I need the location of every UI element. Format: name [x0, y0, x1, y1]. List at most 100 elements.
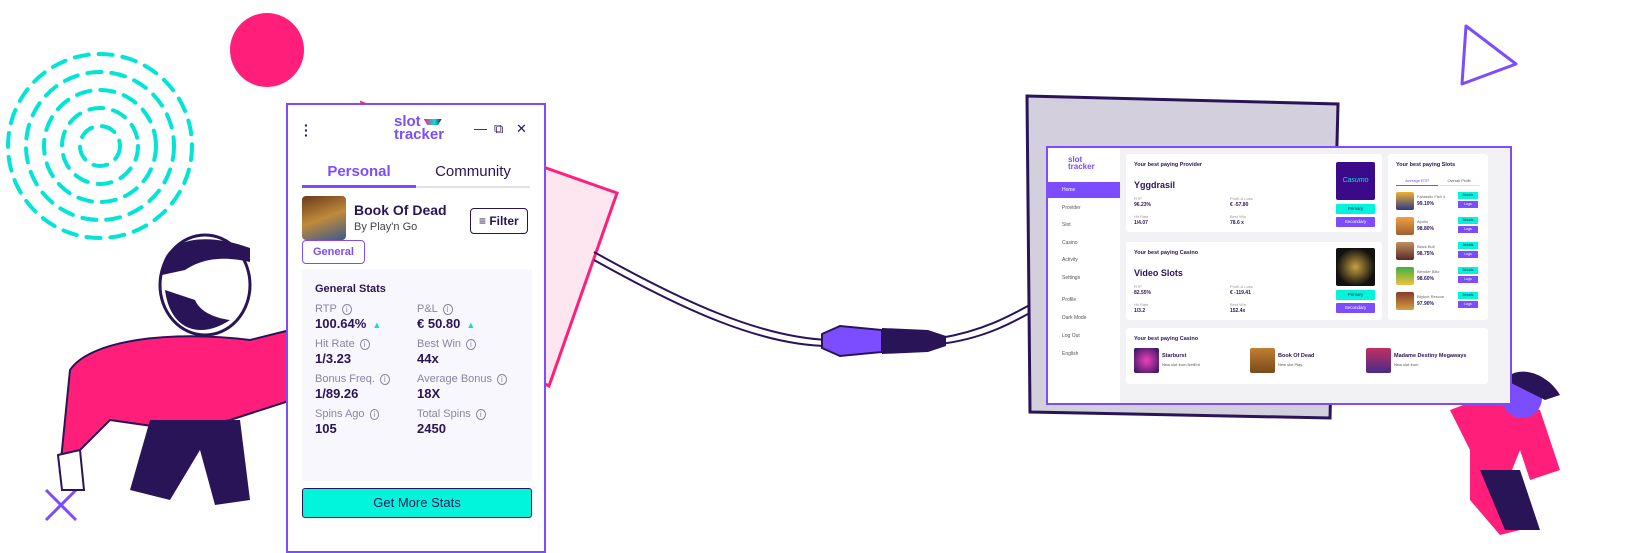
metric-value: 1/3.2 — [1134, 308, 1146, 314]
nav-item-slot[interactable]: Slot — [1062, 222, 1071, 228]
logs-button[interactable]: Logs — [1458, 301, 1478, 308]
game-header: Book Of Dead By Play'n Go ≡ Filter — [288, 188, 544, 250]
nav-item-provider[interactable]: Provider — [1062, 204, 1081, 211]
best-slots-card: Your best paying Slots Average RTP Overa… — [1388, 154, 1488, 320]
logs-button[interactable]: Logs — [1458, 251, 1478, 258]
stat-value-text: 105 — [315, 421, 337, 436]
nav-item-dark-mode[interactable]: Dark Mode — [1062, 315, 1087, 321]
minimize-icon[interactable]: — — [474, 121, 487, 136]
primary-button[interactable]: Primary — [1336, 204, 1375, 214]
logs-button[interactable]: Logs — [1458, 226, 1478, 233]
stat-value-text: 100.64% — [315, 316, 367, 331]
stat-value: 2450 — [417, 421, 519, 436]
nav-item-log-out[interactable]: Log Out — [1062, 333, 1080, 339]
details-button[interactable]: Details — [1458, 217, 1478, 224]
triangle-decoration — [1460, 24, 1518, 86]
details-button[interactable]: Details — [1458, 292, 1478, 299]
filter-button[interactable]: ≡ Filter — [470, 208, 528, 234]
nav-item-settings[interactable]: Settings — [1062, 274, 1081, 281]
metric-label: Hit Rate — [1134, 302, 1149, 307]
secondary-button[interactable]: Secondary — [1336, 217, 1375, 227]
info-icon[interactable]: i — [475, 409, 486, 420]
metric-label: Best Win — [1230, 214, 1247, 219]
slot-description: New slot from — [1394, 362, 1419, 367]
info-icon[interactable]: i — [497, 374, 507, 385]
nav-item-profile[interactable]: Profile — [1062, 297, 1077, 303]
metric-value: 82.55% — [1134, 290, 1151, 296]
kebab-menu-icon[interactable]: ··· — [304, 117, 309, 143]
tab-overall-profit[interactable]: Overall Profit — [1438, 178, 1480, 186]
stat-value-text: 1/3.23 — [315, 351, 352, 366]
metric-value: 152.4x — [1230, 308, 1246, 314]
stat-value: 44x — [417, 351, 519, 366]
details-button[interactable]: Details — [1458, 192, 1478, 199]
info-icon[interactable]: i — [359, 339, 370, 350]
metric-label: Best Win — [1230, 302, 1247, 307]
details-button[interactable]: Details — [1458, 242, 1478, 249]
info-icon[interactable]: i — [466, 339, 476, 350]
slot-rtp: 97.90% — [1417, 301, 1434, 307]
popout-icon[interactable]: ⧉ — [494, 121, 504, 136]
tab-personal[interactable]: Personal — [302, 163, 416, 188]
slot-name: Madame Destiny Megaways — [1394, 353, 1467, 359]
stat-label: Spins Ago i — [315, 408, 417, 420]
logs-button[interactable]: Logs — [1458, 276, 1478, 283]
tab-average-rtp[interactable]: Average RTP — [1396, 178, 1438, 186]
nav-item-activity[interactable]: Activity — [1062, 257, 1078, 263]
stat-label-text: Bonus Freq. — [315, 373, 375, 385]
stat-value: 105 — [315, 421, 417, 436]
slot-thumbnail — [1396, 267, 1414, 285]
info-icon[interactable]: i — [442, 304, 453, 315]
stat-label-text: Total Spins — [417, 408, 471, 420]
metric-label: RTP — [1134, 284, 1142, 289]
details-button[interactable]: Details — [1458, 267, 1478, 274]
stat-value: 1/89.26 — [315, 386, 417, 401]
stat-label: Bonus Freq. i — [315, 373, 417, 385]
tab-community[interactable]: Community — [435, 163, 511, 180]
slot-description: New slot from NetEnt — [1162, 362, 1200, 367]
stat-label: Total Spins i — [417, 408, 519, 420]
provider-name: Yggdrasil — [1134, 180, 1176, 190]
nav-item-casino[interactable]: Casino — [1062, 239, 1078, 246]
slot-rtp: 98.80% — [1417, 226, 1434, 232]
general-chip[interactable]: General — [302, 240, 365, 264]
metric-value: 1/4.07 — [1134, 220, 1148, 226]
filter-label: Filter — [489, 214, 519, 228]
stat-label-text: Spins Ago — [315, 408, 365, 420]
casino-name: Video Slots — [1134, 268, 1183, 278]
close-icon[interactable]: ✕ — [516, 121, 527, 136]
metric-value: € -119.41 — [1230, 290, 1251, 296]
get-more-stats-button[interactable]: Get More Stats — [302, 488, 532, 518]
metric-label: Profit & Loss — [1230, 196, 1253, 201]
filter-icon: ≡ — [479, 214, 490, 228]
info-icon[interactable]: i — [369, 409, 380, 420]
logs-button[interactable]: Logs — [1458, 201, 1478, 208]
stat-label-text: Average Bonus — [417, 373, 493, 385]
stat-value: € 50.80▲ — [417, 316, 519, 331]
secondary-button[interactable]: Secondary — [1336, 303, 1375, 313]
info-icon[interactable]: i — [379, 374, 390, 385]
metric-value: 96.23% — [1134, 202, 1151, 208]
nav-item-english[interactable]: English — [1062, 351, 1079, 357]
primary-button[interactable]: Primary — [1336, 290, 1375, 300]
nav-item-home[interactable]: Home — [1048, 182, 1120, 198]
info-icon[interactable]: i — [341, 304, 352, 315]
